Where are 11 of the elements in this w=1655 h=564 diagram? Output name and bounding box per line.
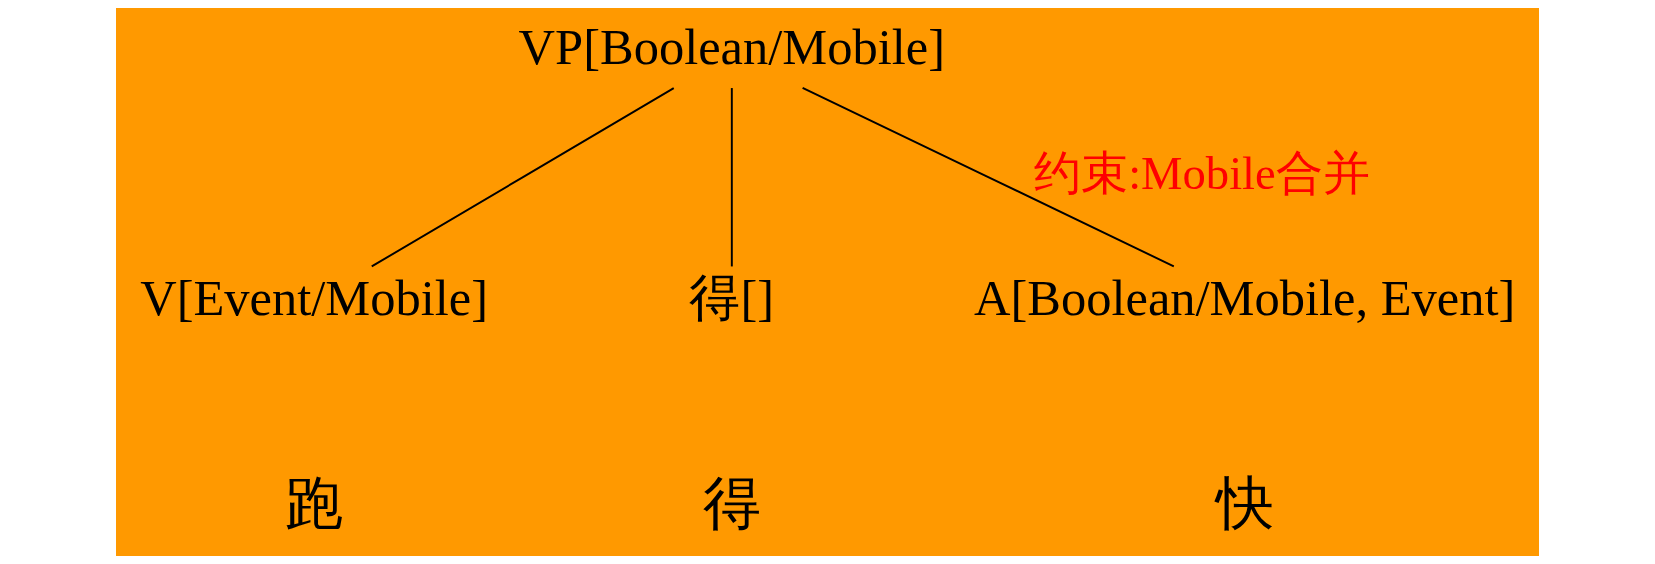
connector	[801, 86, 1175, 268]
label: 跑	[285, 470, 344, 536]
label: 快	[1215, 470, 1274, 536]
node-text: 得[]	[689, 269, 775, 326]
edge-label: 约束:Mobile合并	[1034, 147, 1370, 200]
label: 得	[702, 470, 761, 536]
node-text: A[Boolean/Mobile, Event]	[974, 269, 1516, 326]
node-text: VP[Boolean/Mobile]	[518, 19, 946, 76]
node-text: V[Event/Mobile]	[140, 269, 489, 326]
connector	[730, 87, 733, 268]
connector	[370, 87, 675, 268]
